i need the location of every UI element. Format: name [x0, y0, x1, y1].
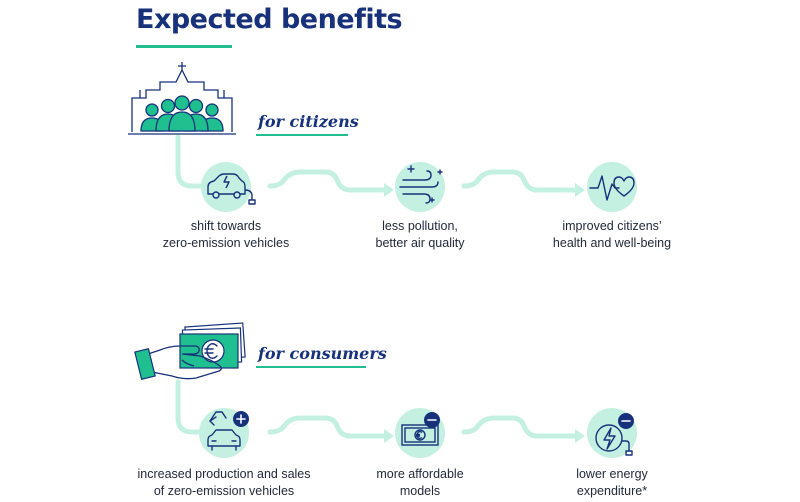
- section-underline-citizens: [256, 134, 348, 136]
- citizens-crowd-icon: [128, 62, 236, 135]
- step-label-line: improved citizens’: [562, 219, 662, 233]
- step-label: less pollution, better air quality: [320, 218, 520, 252]
- step-label: improved citizens’ health and well-being: [512, 218, 712, 252]
- flow-arrowhead: [384, 429, 394, 443]
- step-label: more affordable models: [320, 466, 520, 500]
- clean-air-icon: [395, 162, 445, 212]
- flow-connector: [461, 415, 578, 439]
- step-label-line: zero-emission vehicles: [162, 236, 290, 250]
- flow-arrowhead: [575, 183, 585, 197]
- page-title: Expected benefits: [136, 4, 403, 35]
- step-label-line: less pollution,: [382, 219, 458, 233]
- flow-connector: [267, 169, 387, 193]
- energy-minus-icon: [587, 408, 637, 458]
- flow-arrowhead: [384, 183, 394, 197]
- car-production-plus-icon: [199, 408, 249, 458]
- electric-car-icon: [201, 162, 256, 212]
- section-label-consumers: for consumers: [258, 344, 387, 363]
- step-label-line: better air quality: [375, 236, 465, 250]
- section-underline-consumers: [256, 366, 366, 368]
- flow-connector: [175, 379, 203, 435]
- step-label-line: models: [399, 484, 441, 498]
- title-underline: [136, 45, 232, 48]
- flow-connector: [461, 169, 578, 193]
- step-label-line: more affordable: [376, 467, 464, 481]
- step-label: increased production and sales of zero-e…: [124, 466, 324, 500]
- step-label-line: shift towards: [190, 219, 262, 233]
- step-label: shift towards zero-emission vehicles: [126, 218, 326, 252]
- flow-connector: [267, 415, 387, 439]
- banknote-minus-icon: [395, 408, 445, 458]
- heart-health-icon: [587, 162, 637, 212]
- step-label-line: expenditure*: [576, 484, 648, 498]
- step-label: lower energy expenditure*: [512, 466, 712, 500]
- step-label-line: of zero-emission vehicles: [153, 484, 295, 498]
- step-label-line: lower energy: [576, 467, 648, 481]
- step-label-line: increased production and sales: [137, 467, 311, 481]
- step-label-line: health and well-being: [552, 236, 672, 250]
- flow-connector: [175, 134, 205, 189]
- hand-with-money-icon: [134, 322, 246, 381]
- section-label-citizens: for citizens: [258, 112, 359, 131]
- flow-arrowhead: [575, 429, 585, 443]
